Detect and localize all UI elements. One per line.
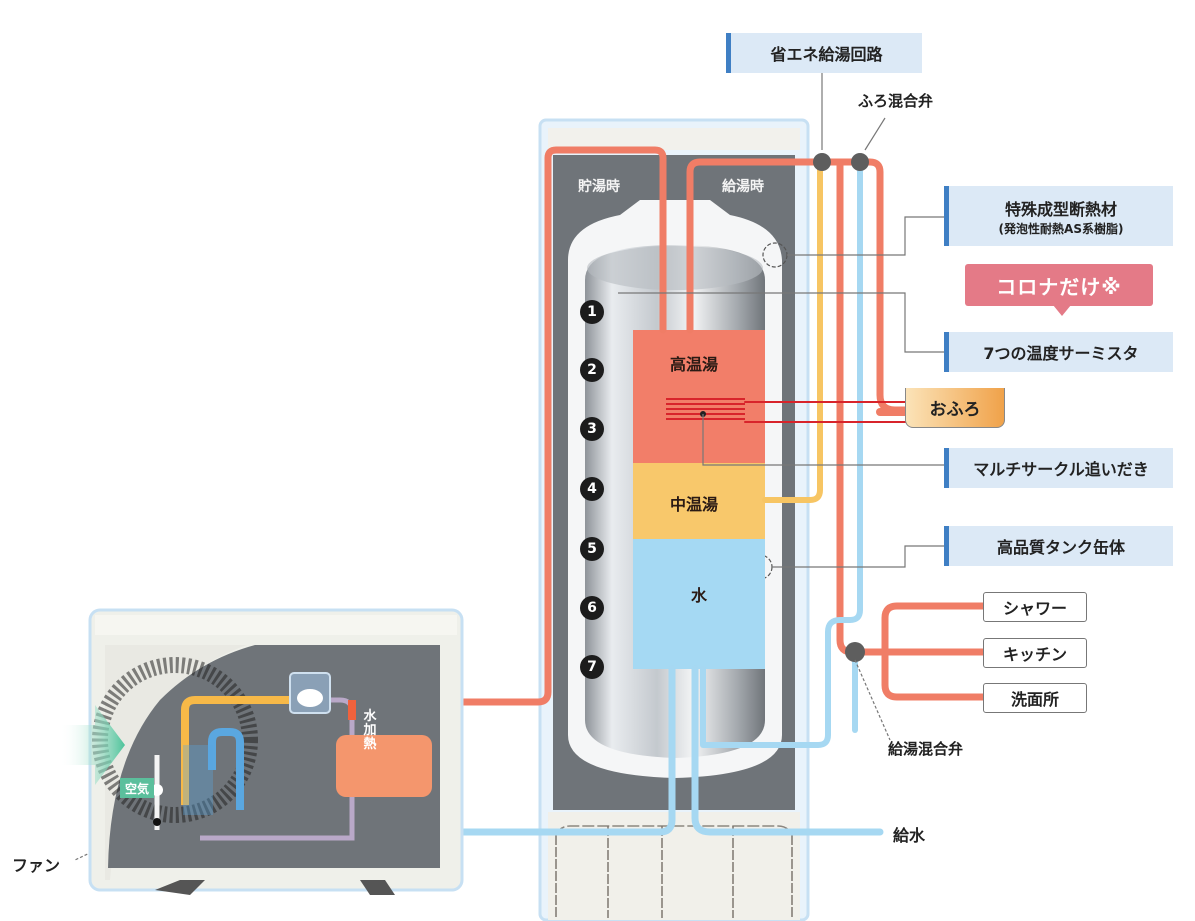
hot-supply-mixing-valve-icon	[845, 642, 865, 662]
thermistor-2: 2	[580, 358, 604, 382]
cold-pipe-bath	[700, 159, 863, 748]
callout-energy-saving-circuit: 省エネ給湯回路	[726, 33, 922, 73]
callout-insulation-title: 特殊成型断熱材	[1004, 199, 1117, 219]
leader-lines	[74, 73, 948, 861]
hot-pipe-washroom	[881, 648, 989, 701]
label-storage-mode: 貯湯時	[578, 179, 620, 195]
water-layer	[633, 539, 765, 669]
label-water-supply: 給水	[893, 826, 926, 845]
callout-multi-circle: マルチサークル追いだき	[944, 448, 1173, 488]
callout-thermistor: 7つの温度サーミスタ	[944, 332, 1173, 372]
callout-insulation: 特殊成型断熱材 (発泡性耐熱AS系樹脂)	[944, 186, 1173, 246]
callout-energy-saving-circuit-text: 省エネ給湯回路	[770, 45, 883, 64]
label-hot-supply-mixing-valve: 給湯混合弁	[888, 740, 964, 758]
layer-water-label: 水	[691, 586, 708, 605]
outlet-washroom: 洗面所	[983, 683, 1087, 713]
warm-pipe	[762, 159, 823, 503]
label-fan: ファン	[12, 856, 61, 875]
bath-mixing-valve-icon	[851, 153, 869, 171]
thermistor-4: 4	[580, 477, 604, 501]
thermistor-6: 6	[580, 596, 604, 620]
thermistor-7: 7	[580, 655, 604, 679]
outlet-kitchen: キッチン	[983, 638, 1087, 668]
high-temp-layer	[633, 330, 765, 463]
callout-thermistor-text: 7つの温度サーミスタ	[983, 344, 1139, 363]
mid-temp-layer	[633, 463, 765, 539]
hot-pipe-shower	[881, 602, 989, 656]
air-intake-arrow-icon	[60, 705, 125, 785]
energy-saving-valve-icon	[813, 153, 831, 171]
layer-high-temp-label: 高温湯	[670, 355, 719, 374]
heat-pump-unit	[60, 608, 464, 895]
bath-label: おふろ	[929, 400, 981, 420]
label-air: 空気	[120, 778, 154, 798]
callout-insulation-sub: (発泡性耐熱AS系樹脂)	[998, 221, 1124, 236]
layer-mid-temp-label: 中温湯	[670, 495, 719, 514]
thermistor-5: 5	[580, 537, 604, 561]
cold-pipe-supply	[691, 665, 884, 836]
thermistor-3: 3	[580, 417, 604, 441]
water-heat-exchanger	[336, 735, 432, 797]
badge-corona-only: コロナだけ※	[965, 264, 1153, 316]
label-water-heating: 水加熱	[363, 709, 377, 752]
callout-multi-circle-text: マルチサークル追いだき	[973, 460, 1149, 479]
pipes	[399, 146, 989, 836]
outlet-shower: シャワー	[983, 592, 1087, 622]
label-bath-mixing-valve: ふろ混合弁	[858, 92, 934, 110]
thermistor-1: 1	[580, 300, 604, 324]
label-supply-mode: 給湯時	[722, 179, 764, 195]
callout-tank-body-text: 高品質タンク缶体	[996, 538, 1125, 557]
tank-layers	[633, 330, 765, 669]
hot-pipe-supply	[686, 158, 924, 414]
callout-tank-body: 高品質タンク缶体	[944, 526, 1173, 566]
bathtub: おふろ	[905, 388, 1005, 428]
